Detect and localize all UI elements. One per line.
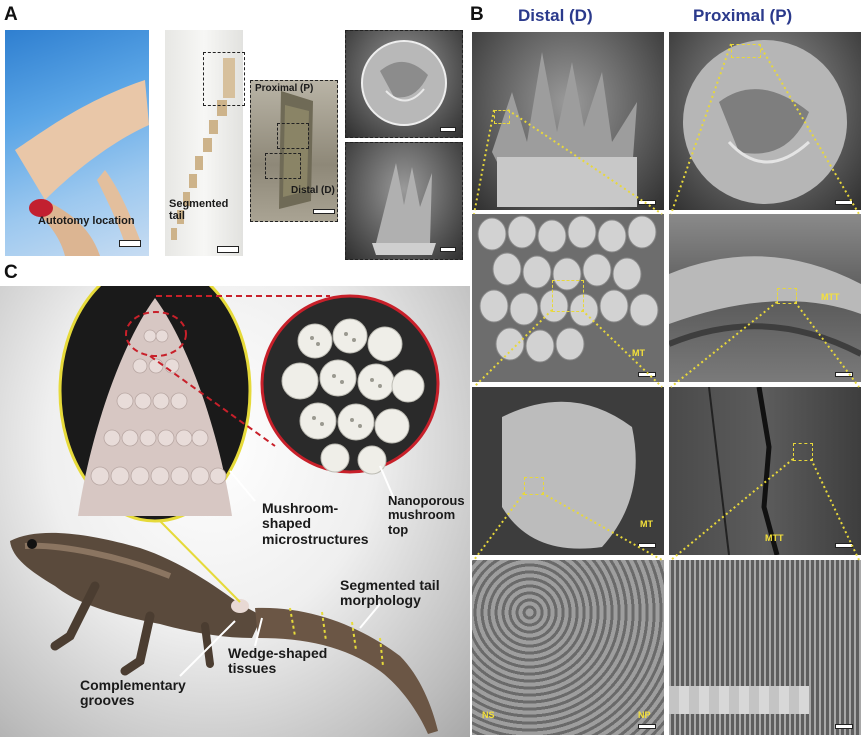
gecko-limb-illustration xyxy=(15,80,149,256)
panel-a-letter: A xyxy=(4,4,18,25)
highlight-box xyxy=(494,110,510,124)
segmented-tail-label: Segmented tail xyxy=(169,198,229,223)
mushroom-label: Mushroom-shaped microstructures xyxy=(262,500,369,547)
mt-label: MT xyxy=(640,519,653,529)
highlight-box xyxy=(793,443,813,461)
scale-bar xyxy=(638,724,656,729)
distal-end-illustration xyxy=(372,163,436,255)
proximal-zoom-box xyxy=(203,52,245,106)
scale-bar xyxy=(217,246,239,253)
scale-bar xyxy=(440,247,456,252)
distal-column-head: Distal (D) xyxy=(518,6,593,25)
proximal-sem-inset xyxy=(345,30,463,138)
mtt-label: MTT xyxy=(765,533,784,543)
proximal-end-illustration xyxy=(361,40,447,126)
proximal-row3-illustration xyxy=(708,387,780,555)
distal-row1-illustration xyxy=(492,52,637,207)
ns-label: NS xyxy=(482,710,495,720)
panel-c-illustration xyxy=(10,259,440,734)
proximal-row2-illustration xyxy=(669,256,861,357)
distal-sem-row2: MT xyxy=(472,214,664,382)
distal-sem-row3: MT xyxy=(472,387,664,555)
grooves-label: Complementary grooves xyxy=(80,677,186,709)
distal-sem-row1 xyxy=(472,32,664,210)
proximal-sem-row4 xyxy=(669,560,861,735)
proximal-sem-row3: MTT xyxy=(669,387,861,555)
mtt-label: MTT xyxy=(821,292,840,302)
scale-bar xyxy=(835,200,853,205)
proximal-sem-row2: MTT xyxy=(669,214,861,382)
autotomy-photo: Autotomy location xyxy=(5,30,149,256)
wedge-label: Wedge-shaped tissues xyxy=(228,645,328,677)
panel-c-background: Mushroom-shaped microstructures Nanoporo… xyxy=(0,259,470,737)
highlight-box xyxy=(524,477,544,495)
tail-segments-illustration xyxy=(171,58,235,240)
blurred-watermark xyxy=(669,686,809,714)
segmented-morphology-label: Segmented tail morphology xyxy=(340,577,440,609)
distal-row2-illustration xyxy=(477,215,659,363)
scale-bar xyxy=(835,372,853,377)
mt-label: MT xyxy=(632,348,645,358)
scale-bar xyxy=(835,724,853,729)
distal-sem-inset xyxy=(345,142,463,260)
scale-bar xyxy=(119,240,141,247)
highlight-box xyxy=(731,44,761,58)
scale-bar xyxy=(638,543,656,548)
proximal-sem-row1 xyxy=(669,32,861,210)
tail-segment-photo: Proximal (P) Distal (D) xyxy=(250,80,338,222)
proximal-label: Proximal (P) xyxy=(255,83,314,94)
proximal-column-head: Proximal (P) xyxy=(693,6,793,25)
autotomy-label: Autotomy location xyxy=(38,215,135,227)
scale-bar xyxy=(313,209,335,214)
distal-sem-box xyxy=(265,153,301,179)
np-label: NP xyxy=(638,710,651,720)
panel-c-letter: C xyxy=(4,262,18,283)
distal-label: Distal (D) xyxy=(291,185,335,196)
distal-sem-row4: NS NP xyxy=(472,560,664,735)
scale-bar xyxy=(440,127,456,132)
highlight-box xyxy=(777,288,797,304)
highlight-box xyxy=(552,280,584,312)
proximal-sem-box xyxy=(277,123,309,149)
nanoporous-label: Nanoporous mushroom top xyxy=(388,493,465,537)
proximal-row1-illustration xyxy=(683,40,847,204)
segmented-tail-photo: Segmented tail xyxy=(165,30,243,256)
tail-segment-illustration xyxy=(279,91,313,209)
distal-row3-illustration xyxy=(502,401,636,549)
scale-bar xyxy=(638,200,656,205)
panel-b-letter: B xyxy=(470,4,484,25)
